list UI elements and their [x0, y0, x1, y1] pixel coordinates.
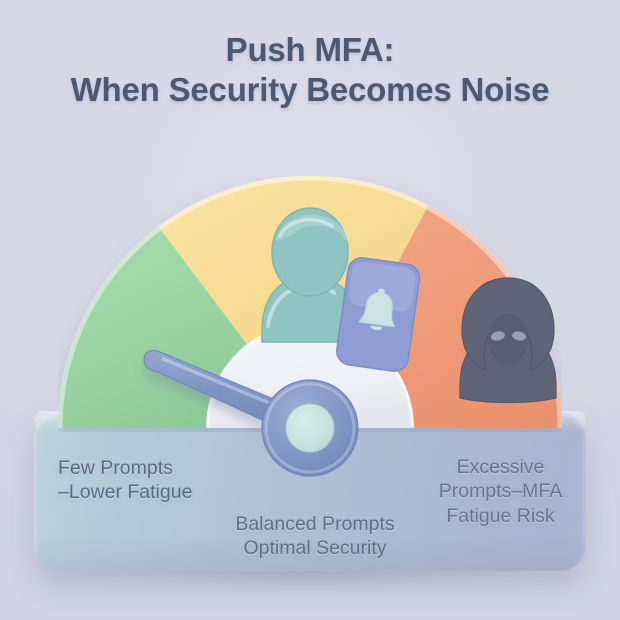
user-avatar-icon: [261, 207, 359, 343]
smartphone-icon: [336, 257, 421, 372]
page-title: Push MFA: When Security Becomes Noise: [0, 30, 620, 111]
hooded-attacker-icon: [459, 277, 557, 404]
notification-bell-icon: [357, 288, 396, 331]
gauge-dial: [58, 176, 562, 432]
title-line-2: When Security Becomes Noise: [70, 71, 550, 109]
label-balanced-zone: Balanced Prompts Optimal Security: [235, 513, 395, 560]
label-high-zone: Excessive Prompts–MFA Fatigue Risk: [438, 456, 563, 527]
gauge-svg: [58, 176, 562, 432]
title-line-1: Push MFA:: [225, 31, 395, 68]
label-low-zone: Few Prompts –Lower Fatigue: [58, 457, 193, 504]
